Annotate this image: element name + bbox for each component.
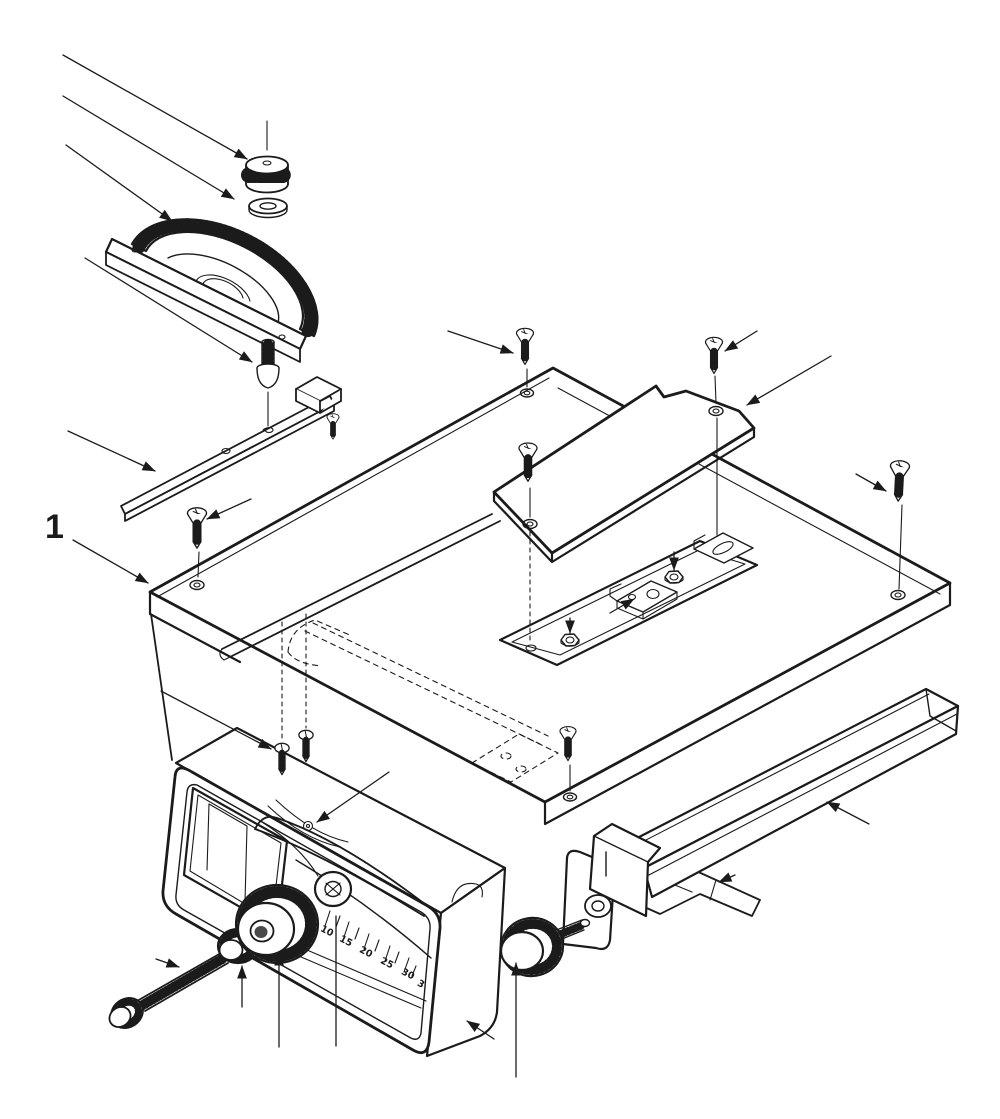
table-edge-right xyxy=(543,581,952,826)
washer xyxy=(248,197,288,219)
housing-side xyxy=(425,866,507,1058)
scale-ticks xyxy=(324,910,417,977)
hub-bore xyxy=(254,926,268,938)
callout-1-arrow xyxy=(72,539,149,584)
pocket-hole xyxy=(525,644,537,652)
pivot-stud xyxy=(256,338,280,435)
roundhead-screw xyxy=(299,730,313,761)
table-edge-left xyxy=(148,590,242,664)
slide-bar xyxy=(120,395,335,522)
miter-gauge xyxy=(104,120,342,522)
callout-1-label: 1 xyxy=(45,508,64,546)
scale-number: 25 xyxy=(378,956,395,972)
handwheel xyxy=(234,883,320,965)
base-housing: 10 15 20 25 30 3 xyxy=(161,726,507,1058)
under-table-screws xyxy=(275,613,313,775)
threaded-rod xyxy=(108,952,229,1029)
flathead-screw xyxy=(889,460,910,501)
hex-nut xyxy=(664,570,684,584)
plate-hole xyxy=(522,518,538,530)
table-screws xyxy=(188,328,910,792)
hidden-braces xyxy=(287,619,559,783)
flathead-screw xyxy=(188,508,207,548)
hex-nut xyxy=(560,633,580,647)
flathead-screw xyxy=(517,328,534,364)
slotted-bracket xyxy=(693,532,754,564)
flathead-screw xyxy=(327,414,339,440)
spacer-block xyxy=(295,376,342,414)
protractor-head xyxy=(104,218,319,363)
lock-knob xyxy=(241,155,293,194)
table-screw-holes xyxy=(189,388,906,802)
scale-number: 15 xyxy=(337,934,354,950)
flathead-screw xyxy=(706,337,723,373)
plate-hole xyxy=(708,405,724,417)
miter-groove xyxy=(219,513,501,661)
leader-arrows xyxy=(62,54,887,1078)
cover-plate xyxy=(492,337,756,643)
rip-fence xyxy=(588,687,960,918)
scale-number-partial: 3 xyxy=(415,978,426,991)
lock-thumbscrew xyxy=(499,916,591,978)
table-apron-line xyxy=(150,613,173,761)
pivot-washer xyxy=(313,870,353,908)
fence-assembly xyxy=(499,687,960,978)
